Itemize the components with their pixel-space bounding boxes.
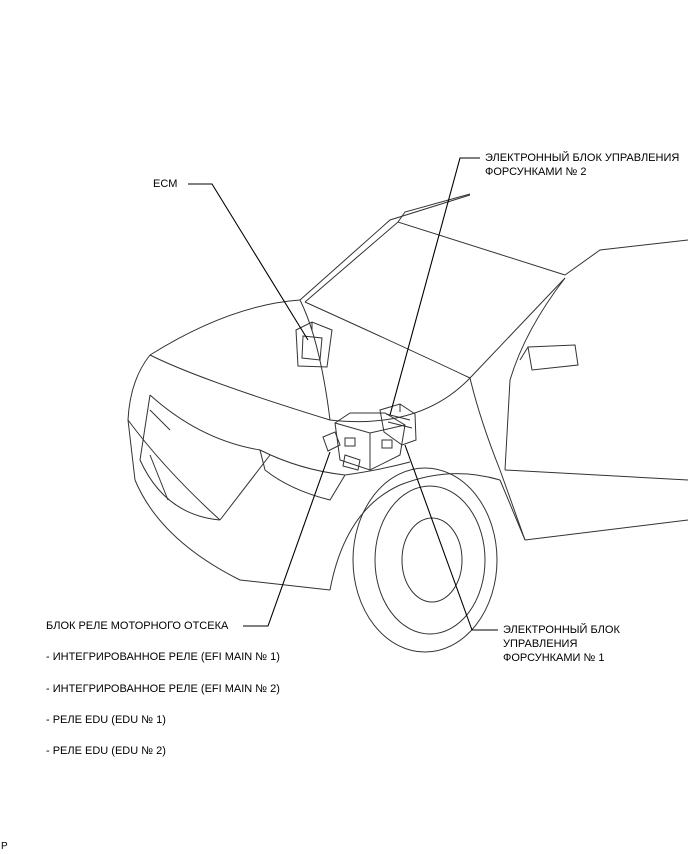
relay-item-1: - ИНТЕГРИРОВАННОЕ РЕЛЕ (EFI MAIN № 1) — [46, 651, 280, 663]
corner-mark: P — [1, 841, 8, 852]
leader-relay-block — [243, 451, 331, 627]
leader-ecm — [188, 183, 309, 341]
leader-edu2 — [389, 157, 480, 416]
label-edu1-line3: ФОРСУНКАМИ № 1 — [503, 652, 605, 664]
relay-item-2: - ИНТЕГРИРОВАННОЕ РЕЛЕ (EFI MAIN № 2) — [46, 683, 280, 695]
label-ecm: ECM — [153, 178, 178, 190]
label-edu2-line2: ФОРСУНКАМИ № 2 — [485, 166, 587, 178]
relay-item-4: - РЕЛЕ EDU (EDU № 2) — [46, 745, 166, 757]
label-edu1-line2: УПРАВЛЕНИЯ — [503, 638, 578, 650]
leader-lines — [188, 157, 498, 631]
relay-item-3: - РЕЛЕ EDU (EDU № 1) — [46, 714, 166, 726]
label-relay-block: БЛОК РЕЛЕ МОТОРНОГО ОТСЕКА — [46, 620, 229, 632]
label-edu1-line1: ЭЛЕКТРОННЫЙ БЛОК — [503, 624, 620, 636]
leader-edu1 — [404, 444, 498, 631]
car-body-outline — [127, 193, 688, 653]
label-edu2-line1: ЭЛЕКТРОННЫЙ БЛОК УПРАВЛЕНИЯ — [485, 152, 680, 164]
